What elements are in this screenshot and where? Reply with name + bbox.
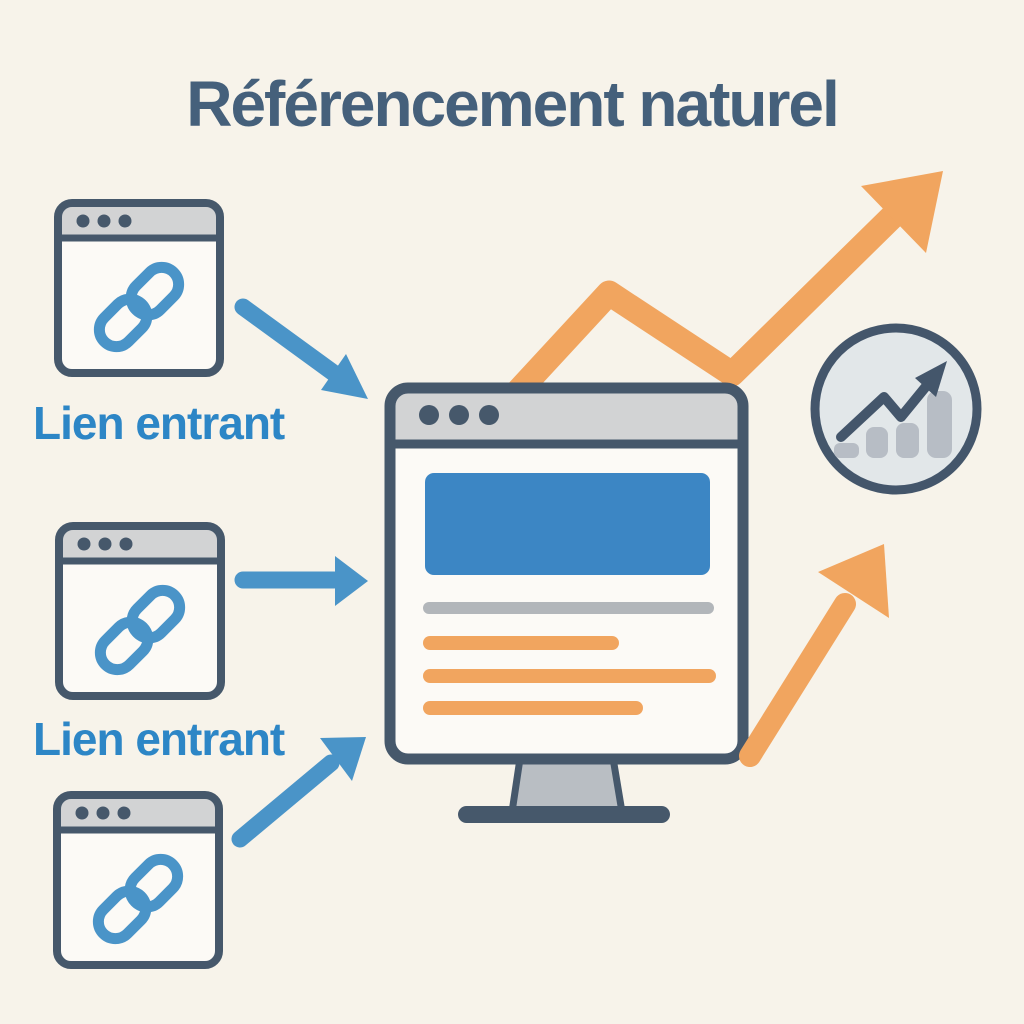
monitor [384, 382, 749, 765]
monitor-stand [458, 748, 670, 823]
inbound-arrow-1-head [321, 354, 368, 399]
orange-growth-arrow-icon [499, 171, 943, 411]
growth-zigzag-line [499, 199, 910, 411]
blue-arrow-icon [231, 737, 366, 848]
monitor-stand-base [458, 806, 670, 823]
incoming-link-window-1 [58, 203, 220, 373]
webpage-text-line-gray [423, 602, 714, 614]
webpage-text-line-orange-3 [423, 701, 643, 715]
inbound-arrow-1-line [234, 298, 344, 383]
blue-arrow-icon [234, 556, 368, 606]
incoming-link-window-3 [57, 795, 219, 965]
monitor-frame [384, 382, 749, 765]
growth-arrow-line [739, 593, 856, 767]
growth-badge [810, 323, 982, 495]
growth-arrow-arrowhead [818, 544, 889, 618]
incoming-link-label-1: Lien entrant [33, 397, 285, 449]
bar-chart-icon [834, 391, 952, 458]
webpage-text-line-orange-1 [423, 636, 619, 650]
inbound-arrow-3-head [320, 737, 366, 781]
incoming-link-label-2: Lien entrant [33, 713, 285, 765]
growth-zigzag-arrowhead [861, 171, 943, 253]
orange-growth-arrow-icon [739, 544, 889, 767]
blue-arrow-icon [234, 298, 368, 399]
incoming-link-window-2 [59, 526, 221, 696]
page-title: Référencement naturel [186, 68, 840, 140]
webpage-text-line-orange-2 [423, 669, 716, 683]
monitor-titlebar [390, 388, 743, 442]
inbound-arrow-2-head [335, 556, 368, 606]
trend-arrow-icon [836, 361, 947, 442]
webpage-hero-block [425, 473, 710, 575]
window-dots-icon [419, 405, 499, 425]
inbound-arrow-3-line [231, 754, 340, 848]
